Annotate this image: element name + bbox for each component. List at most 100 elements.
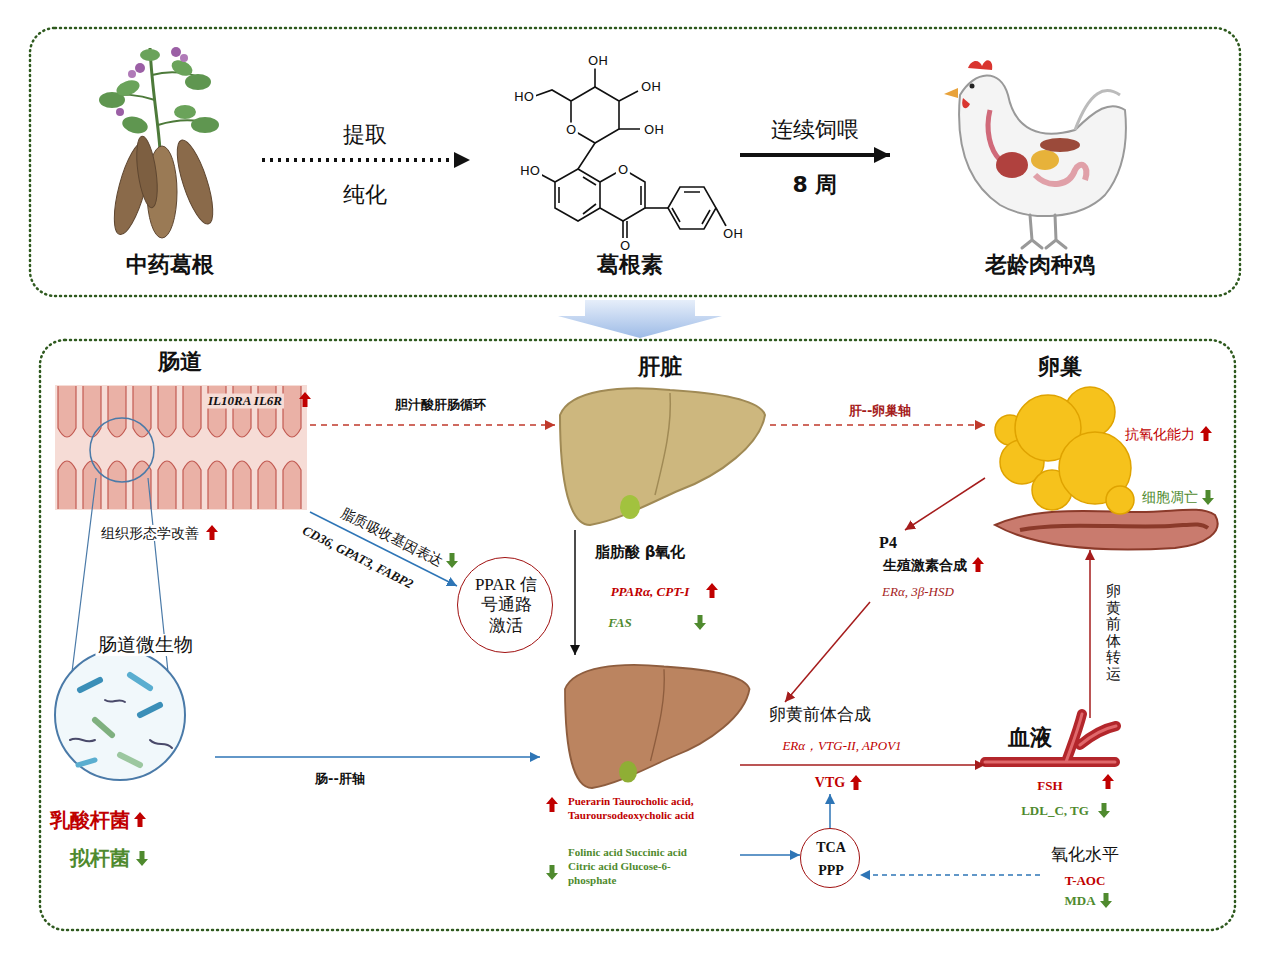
connector (740, 854, 800, 856)
gene-list-holder: PPARα, CPT-I (611, 583, 690, 600)
node-text-holder: 乳酸杆菌 (50, 809, 130, 832)
down-mark (1202, 490, 1214, 505)
atom-label: OH (721, 227, 745, 242)
node-text: 拟杆菌 (70, 847, 130, 870)
connector (785, 602, 870, 702)
edge-label-holder: 肠--肝轴 (315, 770, 365, 787)
node-box: 肝脏 (555, 350, 770, 530)
node-text-holder: 组织形态学改善 (99, 525, 201, 541)
node-text: LDL_C, TG (1021, 804, 1089, 819)
up-mark (546, 797, 558, 812)
microbe-figure (55, 650, 185, 780)
blood-vessel (985, 714, 1116, 762)
node-box: 肠道 IL10RA IL6R 组织形态学改善 (55, 347, 310, 545)
node-box: VTG (800, 772, 860, 794)
label-holder: 纯化 (343, 182, 387, 207)
node-box: P4 生殖激素合成 ERα, 3β-HSD (860, 530, 990, 602)
connector (215, 756, 540, 758)
node-text-holder: PPP (818, 862, 844, 879)
node-box: 卵巢抗氧化能力细胞凋亡 (985, 350, 1225, 550)
node-text: 肠道 (158, 349, 202, 374)
node-text-holder: 抗氧化能力 (1125, 426, 1195, 442)
connector (310, 424, 555, 426)
node-text-holder: VTG (815, 774, 845, 791)
up-mark (299, 392, 311, 407)
node-text: 肝脏 (638, 354, 682, 379)
node-text: VTG (815, 775, 845, 791)
node-text: 生殖激素合成 (883, 557, 967, 573)
down-mark (694, 615, 706, 630)
atom-label-holder: HO (518, 162, 542, 179)
node-box: 卵黄前体合成 ERα，VTG-II, APOV1 (755, 702, 930, 756)
node-text: 卵黄前体合成 (769, 705, 871, 725)
puerarin-structure (535, 68, 726, 238)
edge-label-holder: 肝--卵巢轴 (849, 402, 912, 419)
gene-list: FAS (608, 616, 631, 631)
label-holder: 8 周 (793, 172, 838, 197)
node-box: 血液FSHLDL_C, TG (985, 718, 1125, 823)
node-text-holder: P4 (879, 534, 897, 552)
node-text: IL10RA IL6R (206, 394, 284, 409)
node-text: 乳酸杆菌 (50, 809, 130, 832)
node-text: 抗氧化能力 (1125, 426, 1195, 442)
node-text-holder: TCA (816, 839, 846, 856)
node-text-holder: 肠道 (158, 349, 202, 374)
connector (574, 530, 576, 655)
edge-label-holder: 胆汁酸肝肠循环 (395, 396, 486, 413)
connector (905, 478, 985, 530)
node-text-holder: 卵巢 (1038, 354, 1082, 379)
atom-label: O (616, 163, 630, 178)
node-text-holder: 细胞凋亡 (1142, 489, 1198, 505)
atom-label-holder: O (564, 121, 578, 138)
edge-label-holder: 提取 (343, 122, 387, 147)
down-mark (546, 865, 558, 880)
node-text: P4 (879, 534, 897, 552)
atom-label: HO (512, 90, 536, 105)
edge-label-holder: 脂肪酸 β氧化 (595, 544, 686, 561)
node-text: 组织形态学改善 (99, 525, 201, 541)
label: 8 周 (793, 172, 838, 197)
down-mark (446, 553, 458, 568)
node-text: 卵巢 (1038, 354, 1082, 379)
connector (740, 153, 890, 157)
node-text-holder: FSH (1037, 777, 1062, 794)
liver-figure (560, 388, 765, 525)
node-text: PPAR 信号通路 激活 (470, 575, 542, 636)
plant-figure (99, 47, 220, 238)
node-box: Puerarin Taurocholic acid, Tauroursodeox… (540, 655, 740, 910)
edge-label-holder: 连续饲喂 (771, 117, 859, 142)
node-box: 肠道微生物乳酸杆菌拟杆菌 (48, 632, 215, 872)
edge-label: 提取 (343, 122, 387, 147)
node-text: ERα, 3β-HSD (882, 585, 954, 600)
node-text: FSH (1037, 779, 1062, 794)
node-text-holder: 肠道微生物 (96, 634, 195, 656)
node-text: Puerarin Taurocholic acid, Tauroursodeox… (568, 795, 736, 823)
node-text-holder: 中药葛根 (126, 252, 214, 277)
node-box: 老龄肉种鸡 (890, 45, 1140, 280)
connector (262, 158, 470, 162)
edge-label: 胆汁酸肝肠循环 (395, 398, 486, 413)
node-text-holder: MDA (1064, 892, 1095, 909)
node-text-holder: ERα，VTG-II, APOV1 (782, 737, 901, 754)
node-text-holder: 肝脏 (638, 354, 682, 379)
atom-label-holder: OH (586, 52, 610, 69)
connector (740, 764, 985, 766)
down-mark (1098, 803, 1110, 818)
edge-label-holder: 卵黄前体转运 (1106, 583, 1121, 682)
label: 纯化 (343, 182, 387, 207)
up-mark (1102, 774, 1114, 789)
down-mark (136, 851, 148, 866)
node-box: TCA PPP (800, 828, 860, 888)
atom-label-holder: HO (512, 88, 536, 105)
node-text-holder: 拟杆菌 (70, 847, 130, 870)
node-text: TCA (816, 840, 846, 856)
intestine-figure (55, 385, 307, 510)
up-mark (972, 557, 984, 572)
connector (829, 794, 831, 828)
node-text: 肠道微生物 (96, 634, 195, 656)
node-text: T-AOC (1065, 874, 1106, 889)
chicken-figure (944, 60, 1126, 248)
